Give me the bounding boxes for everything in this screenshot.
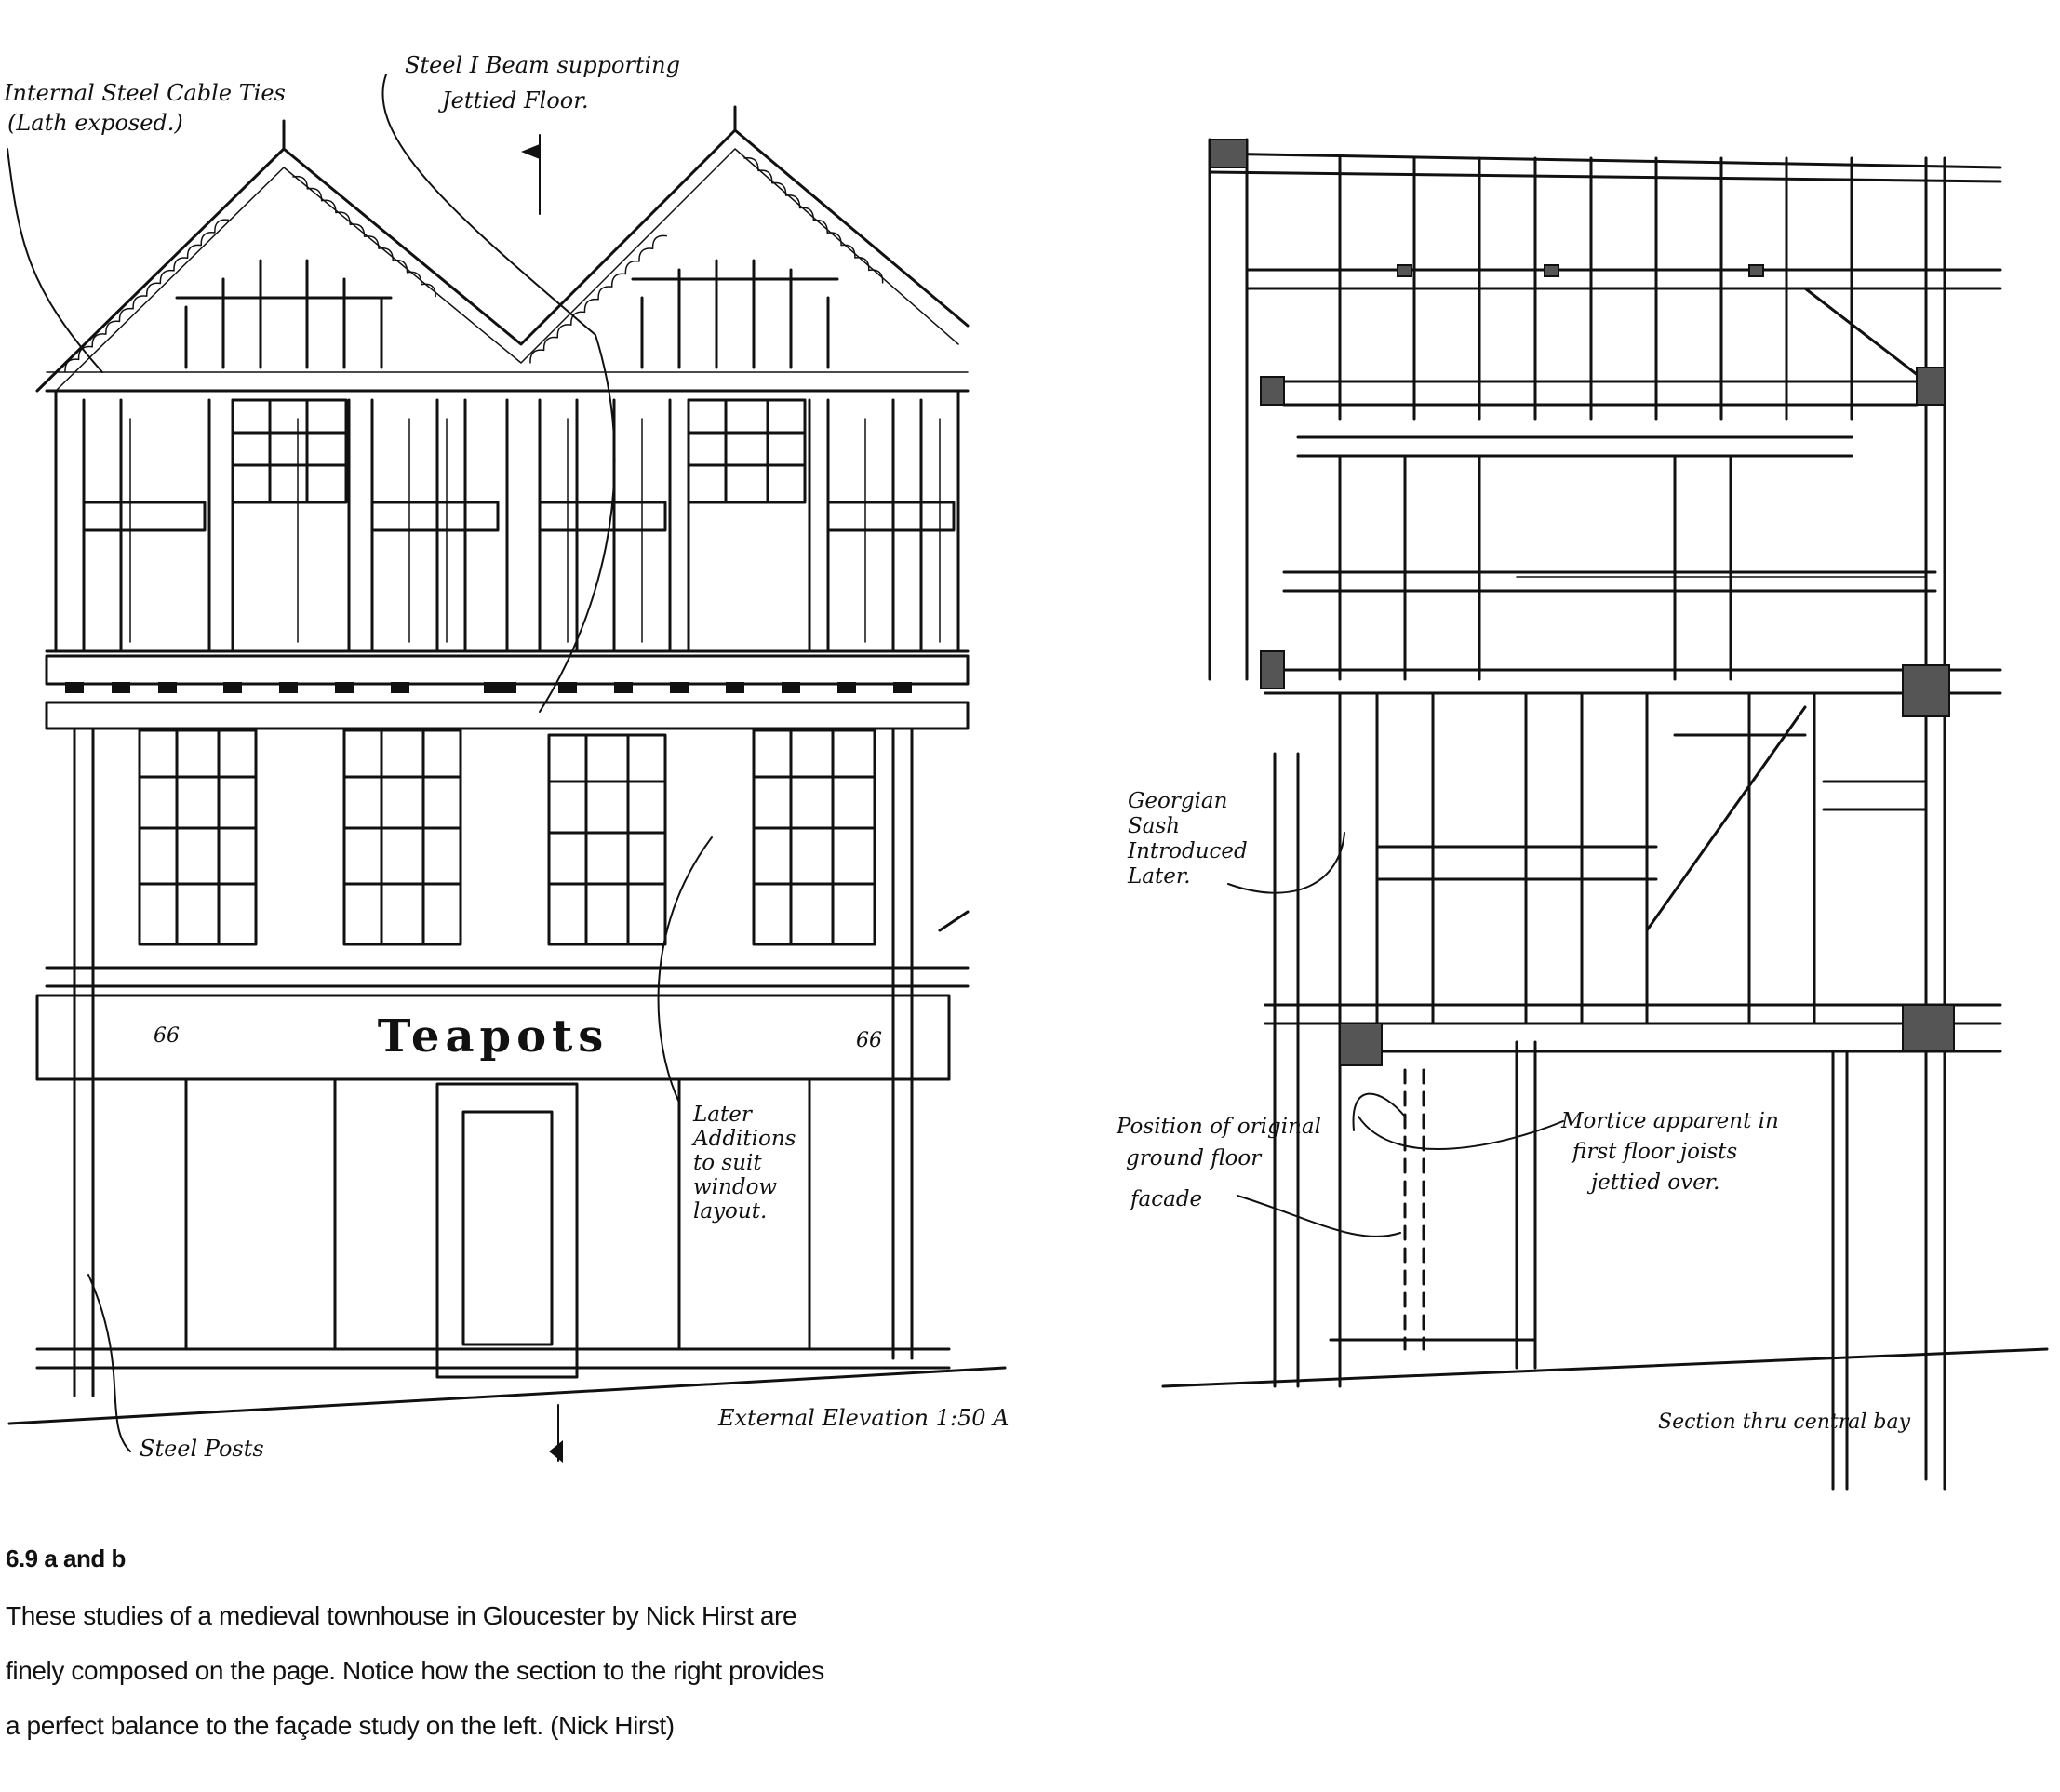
georgian-sash-annotation: Georgian Sash Introduced Later. <box>1127 789 1248 889</box>
mortice-line: jettied over. <box>1586 1170 1719 1195</box>
later-additions-line: layout. <box>693 1199 767 1224</box>
section-leaders <box>1227 832 1564 1237</box>
figure-caption: 6.9 a and b These studies of a medieval … <box>6 1545 899 1753</box>
section-drawing: Georgian Sash Introduced Later. Position… <box>1116 138 2049 1491</box>
original-facade-annotation: Position of original ground floor facade <box>1116 1115 1321 1211</box>
original-facade-line: ground floor <box>1126 1146 1263 1170</box>
i-beam-annotation: Steel I Beam supporting <box>405 52 680 78</box>
later-additions-line: Later <box>692 1103 754 1127</box>
cable-ties-annotation: Internal Steel Cable Ties <box>3 80 286 106</box>
later-additions-line: Additions <box>691 1127 796 1151</box>
mortice-line: Mortice apparent in <box>1560 1109 1779 1133</box>
mortice-line: first floor joists <box>1571 1140 1737 1164</box>
georgian-sash-line: Sash <box>1128 814 1180 838</box>
figure-number: 6.9 a and b <box>6 1545 126 1572</box>
jettied-floor-annotation: Jettied Floor. <box>437 87 589 114</box>
original-facade-line: facade <box>1129 1187 1202 1211</box>
elevation-leaders <box>7 74 713 1452</box>
georgian-sash-line: Introduced <box>1127 839 1248 863</box>
shop-sign-text: Teapots <box>378 1010 609 1063</box>
street-number-left: 66 <box>154 1024 180 1048</box>
external-elevation: Teapots 66 66 Internal Steel Cable Ties … <box>3 52 1009 1463</box>
caption-line: finely composed on the page. Notice how … <box>6 1656 824 1685</box>
original-facade-line: Position of original <box>1116 1115 1321 1139</box>
first-floor-frame <box>45 371 970 653</box>
shopfront <box>7 134 1007 1463</box>
caption-line: These studies of a medieval townhouse in… <box>6 1601 797 1630</box>
steel-posts-annotation: Steel Posts <box>140 1436 264 1462</box>
georgian-sash-line: Later. <box>1127 864 1191 889</box>
section-hatched-members <box>1209 139 1955 1066</box>
jetty-beam <box>45 654 970 730</box>
street-number-right: 66 <box>856 1029 882 1052</box>
later-additions-line: window <box>693 1175 777 1199</box>
caption-line: a perfect balance to the façade study on… <box>6 1711 675 1740</box>
mortice-annotation: Mortice apparent in first floor joists j… <box>1560 1109 1779 1195</box>
lath-exposed-annotation: (Lath exposed.) <box>7 110 183 136</box>
architectural-drawing: Teapots 66 66 Internal Steel Cable Ties … <box>3 52 2049 1491</box>
section-frame <box>1161 138 2049 1491</box>
section-title: Section thru central bay <box>1658 1411 1911 1434</box>
elevation-title: External Elevation 1:50 A <box>717 1405 1009 1431</box>
georgian-sash-line: Georgian <box>1128 789 1227 813</box>
gable-roofs <box>35 105 970 393</box>
later-additions-annotation: Later Additions to suit window layout. <box>691 1103 796 1224</box>
later-additions-line: to suit <box>693 1151 762 1175</box>
